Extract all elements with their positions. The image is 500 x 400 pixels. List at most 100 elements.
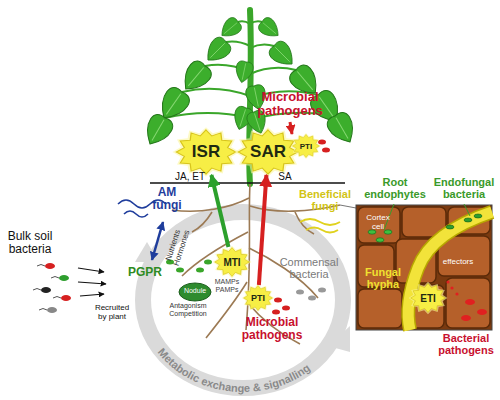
- bacterium: [461, 315, 471, 321]
- cell: [358, 207, 400, 243]
- star-shape: [293, 134, 320, 157]
- annotation-label: Cortex cell: [360, 214, 396, 232]
- star-glow: [235, 127, 302, 177]
- annotation-label: Endofungal bacteria: [430, 176, 498, 200]
- leaf: [177, 58, 215, 97]
- fungal-hypha: [408, 212, 492, 330]
- bacterium: [204, 260, 212, 265]
- leader-line: [464, 204, 470, 216]
- star-glow: [173, 127, 240, 177]
- annotation-label: SA: [274, 171, 296, 182]
- bacterium: [376, 238, 384, 242]
- commensal-cluster: [296, 288, 326, 301]
- annotation-label: Fungal hypha: [360, 266, 406, 290]
- ring-arrowhead: [328, 326, 350, 352]
- petiole: [250, 44, 274, 48]
- bacterium: [296, 290, 304, 295]
- bacterium: [446, 225, 454, 229]
- node-label: MTI: [223, 257, 240, 268]
- star-shape: [238, 130, 298, 174]
- star-glow: [242, 284, 274, 312]
- annotation-label: Nutrients Hormones: [163, 223, 193, 270]
- star-burst: PTI: [292, 134, 320, 158]
- ground-line: [150, 182, 345, 184]
- bacterium: [318, 288, 326, 293]
- annotation-label: Recruited by plant: [90, 304, 134, 322]
- effector-dot: [450, 286, 453, 289]
- star-burst: ETI: [410, 283, 446, 313]
- star-shape: [244, 286, 273, 311]
- bacterium: [282, 306, 290, 311]
- bacterium: [474, 214, 482, 218]
- star-glow: [213, 246, 252, 278]
- hypha: [300, 219, 340, 225]
- annotation-label: Nodule: [180, 287, 210, 295]
- hypha: [306, 228, 338, 233]
- node-label: ISR: [192, 142, 220, 162]
- leaf: [256, 15, 283, 42]
- endofungal-bacteria: [446, 214, 482, 229]
- star-shape: [176, 130, 236, 174]
- bacterium: [61, 295, 71, 301]
- annotation-label: AM fungi: [146, 186, 188, 212]
- annotation-label: MAMPs PAMPs: [212, 278, 242, 293]
- node-label: SAR: [250, 142, 286, 162]
- leaf: [201, 34, 234, 67]
- bacterium: [45, 263, 55, 269]
- bacterium: [176, 268, 184, 273]
- effector-dot: [446, 280, 449, 283]
- zoom-line: [340, 205, 356, 208]
- annotation-label: Microbial pathogens: [236, 316, 308, 342]
- leaf: [266, 38, 299, 71]
- cell: [358, 289, 402, 328]
- bacterium: [465, 299, 475, 305]
- bacterium: [308, 296, 316, 301]
- nodule: [179, 283, 211, 301]
- annotation-label: Antagonism Competition: [164, 302, 212, 317]
- flagella: [33, 265, 61, 311]
- bacterium: [477, 309, 487, 315]
- leaf: [324, 110, 360, 148]
- fungal-hypha-outline: [408, 212, 492, 330]
- bacterium: [318, 140, 326, 145]
- annotation-label: Commensal bacteria: [278, 256, 340, 280]
- star-burst: PTI: [243, 285, 273, 311]
- root: [172, 198, 249, 211]
- petiole: [182, 89, 250, 96]
- star-shape: [215, 248, 250, 277]
- recruit-arrow: [80, 294, 104, 296]
- recruit-arrow: [78, 282, 106, 284]
- annotation-label: JA, ET: [170, 171, 210, 182]
- root-endophytes: [368, 230, 392, 242]
- annotation-label: Microbial pathogens: [250, 90, 330, 119]
- bacterium: [272, 310, 280, 315]
- bacterium: [47, 307, 57, 313]
- node-label: ETI: [420, 293, 436, 304]
- bacterium: [41, 287, 51, 293]
- annotation-label: Root endophytes: [362, 176, 428, 200]
- root-hair: [192, 212, 212, 232]
- bacterium: [322, 148, 330, 153]
- leaf: [233, 60, 254, 84]
- hypha: [124, 211, 148, 217]
- star-burst: ISR: [175, 129, 237, 175]
- annotation-label: Bulk soil bacteria: [2, 230, 58, 256]
- annotation-label: PGPR: [124, 266, 166, 279]
- pathogen-cluster: [272, 298, 290, 315]
- pathogen-arrow: [290, 122, 292, 134]
- effector-dot: [455, 292, 458, 295]
- node-label: PTI: [300, 142, 312, 151]
- annotation-label: effectors: [436, 258, 480, 267]
- ring-text-path: [139, 300, 347, 392]
- star-glow: [291, 133, 321, 159]
- star-shape: [411, 284, 446, 313]
- bacterium: [59, 275, 69, 281]
- petioles: [165, 21, 335, 120]
- inset-pathogens: [446, 280, 487, 321]
- ring-label-text: Metabolic exchange & signalling: [156, 346, 312, 394]
- node-label: PTI: [251, 293, 265, 303]
- cell: [446, 278, 490, 328]
- bacterium: [196, 268, 204, 273]
- bacterium: [384, 230, 392, 234]
- star-burst: SAR: [237, 129, 299, 175]
